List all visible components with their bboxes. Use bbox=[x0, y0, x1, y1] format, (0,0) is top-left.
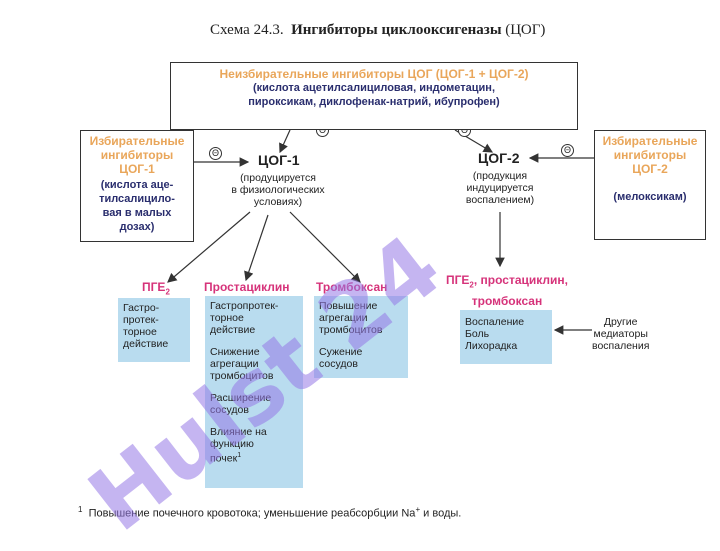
selective-cog2-inhibitors-box: Избирательные ингибиторы ЦОГ-2 (мелоксик… bbox=[594, 130, 706, 240]
inhibit-sign-selective1: Θ bbox=[209, 147, 222, 160]
nonselective-inhibitors-box: Неизбирательные ингибиторы ЦОГ (ЦОГ-1 + … bbox=[170, 62, 578, 130]
left-margin bbox=[0, 0, 62, 540]
arrow-cog1-prostacyclin bbox=[244, 214, 269, 282]
inhibit-sign-selective2: Θ bbox=[561, 144, 574, 157]
arrow-cog1-pge2 bbox=[167, 211, 251, 283]
pge2-label: ПГЕ2 bbox=[142, 280, 170, 297]
thromboxane-label: Тромбоксан bbox=[316, 280, 388, 294]
title-main: Ингибиторы циклооксигеназы bbox=[291, 22, 502, 38]
selective-cog1-inhibitors-box: Избирательные ингибиторы ЦОГ-1 (кислота … bbox=[80, 130, 194, 242]
diagram-title: Схема 24.3. Ингибиторы циклооксигеназы (… bbox=[210, 22, 546, 38]
prostacyclin-label: Простациклин bbox=[204, 280, 290, 294]
cog1-label: ЦОГ-1 bbox=[258, 152, 300, 168]
arrow-nonselective-cog1 bbox=[279, 129, 291, 154]
footnote: 1 Повышение почечного кровотока; уменьше… bbox=[78, 505, 462, 520]
cog2-products-label: ПГЕ2, простациклин, тромбоксан bbox=[445, 273, 569, 309]
arrow-cog1-thromboxane bbox=[289, 211, 361, 283]
cog2-label: ЦОГ-2 bbox=[478, 150, 520, 166]
